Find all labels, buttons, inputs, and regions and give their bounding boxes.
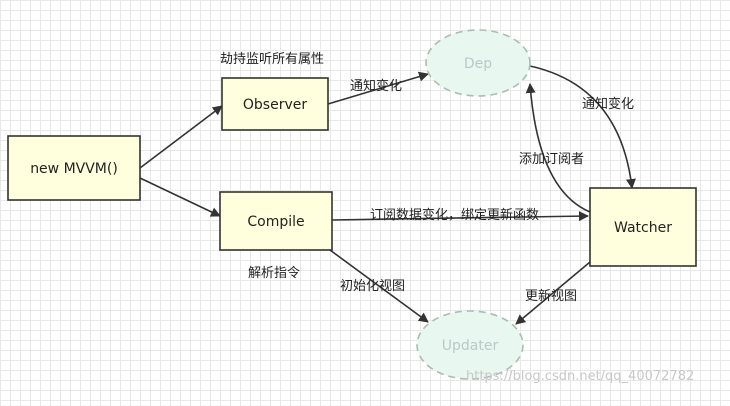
edge-dep-watcher bbox=[529, 65, 636, 189]
label-observer-to-dep: 通知变化 bbox=[350, 78, 402, 94]
label-watcher-to-updater: 更新视图 bbox=[525, 288, 577, 304]
node-dep: Dep bbox=[425, 29, 531, 97]
observer-caption: 劫持监听所有属性 bbox=[220, 52, 324, 67]
node-updater: Updater bbox=[416, 310, 524, 380]
label-compile-to-watcher: 订阅数据变化，绑定更新函数 bbox=[370, 207, 539, 223]
edge-observer-dep bbox=[327, 71, 429, 105]
node-watcher: Watcher bbox=[589, 187, 697, 267]
edge-compile-updater bbox=[329, 249, 429, 323]
node-mvvm: new MVVM() bbox=[7, 135, 141, 201]
edge-mvvm-compile bbox=[139, 177, 221, 217]
edge-compile-watcher bbox=[331, 211, 589, 222]
node-dep-label: Dep bbox=[464, 56, 492, 72]
edge-mvvm-observer bbox=[139, 105, 223, 169]
node-updater-label: Updater bbox=[442, 338, 499, 354]
label-dep-to-watcher: 通知变化 bbox=[582, 96, 634, 112]
node-mvvm-label: new MVVM() bbox=[30, 161, 118, 177]
edge-watcher-dep bbox=[525, 83, 591, 213]
node-compile: Compile bbox=[219, 191, 333, 251]
node-watcher-label: Watcher bbox=[614, 220, 672, 236]
node-compile-label: Compile bbox=[247, 214, 304, 230]
node-observer: Observer bbox=[221, 77, 329, 131]
compile-caption: 解析指令 bbox=[248, 266, 300, 281]
watermark: https://blog.csdn.net/qq_40072782 bbox=[466, 369, 694, 384]
label-watcher-to-dep: 添加订阅者 bbox=[519, 152, 584, 167]
label-compile-to-updater: 初始化视图 bbox=[340, 279, 405, 294]
edge-watcher-updater bbox=[515, 261, 591, 325]
node-observer-label: Observer bbox=[243, 97, 307, 113]
